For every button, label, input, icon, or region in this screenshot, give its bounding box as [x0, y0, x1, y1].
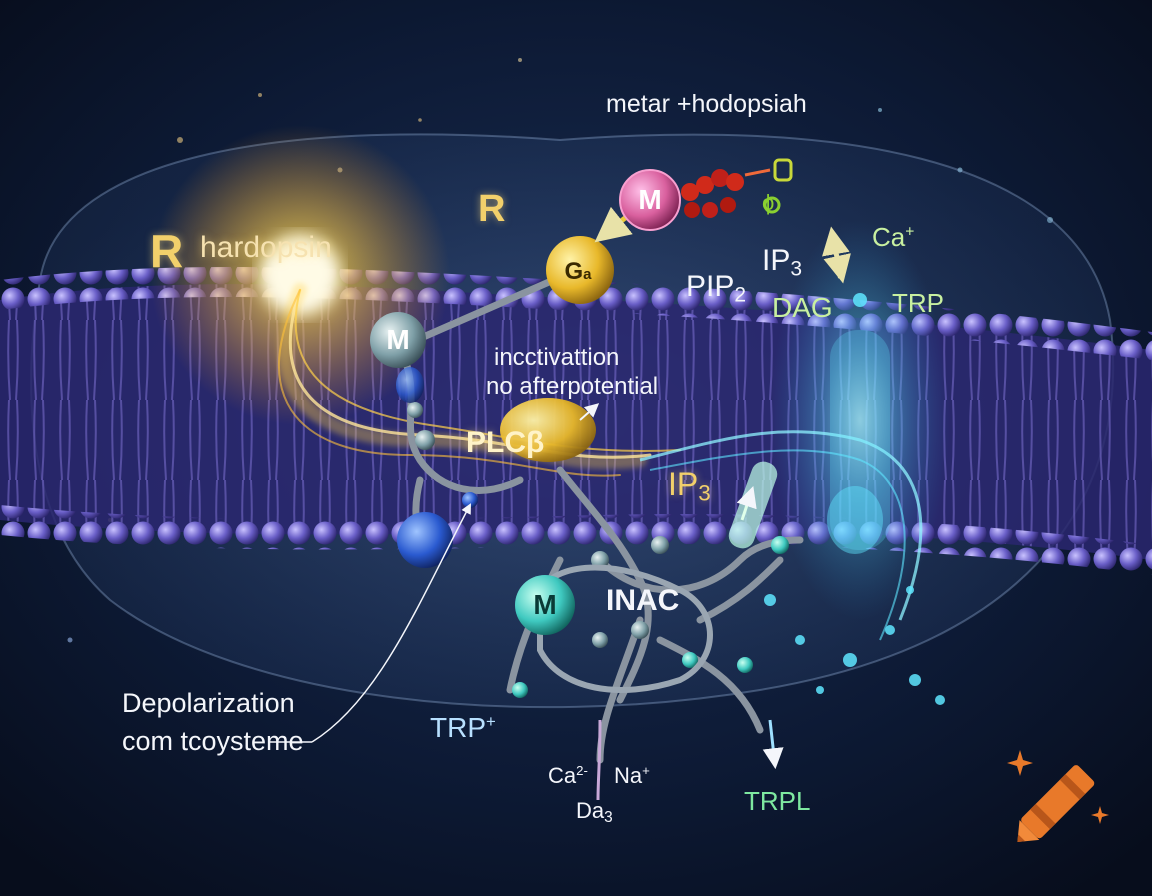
calcium-particles — [764, 293, 945, 705]
protein-nodes — [370, 169, 681, 635]
chromophore-chain — [681, 158, 793, 218]
linker-beads — [407, 402, 789, 698]
sparkle-icon — [1091, 806, 1109, 824]
small-symbol: ϕ — [762, 190, 775, 215]
ca2-label: Ca2- — [548, 762, 588, 788]
dag-label: DAG — [772, 292, 833, 323]
m-left-node — [370, 312, 426, 368]
sparkle-icon — [1007, 750, 1033, 776]
crayon-logo-icon — [1007, 750, 1109, 843]
trpl-label: TRPL — [744, 786, 811, 816]
m-top-label: M — [638, 184, 662, 215]
ca-top-label: Ca+ — [872, 222, 915, 252]
r-small-label: R — [478, 188, 506, 230]
r-hardopsin-label: hardopsin — [200, 231, 332, 264]
plc-node — [500, 398, 596, 462]
depolarization-label-line2: com tcoysteme — [122, 726, 304, 756]
pip2-label: PIP2 — [686, 270, 747, 307]
trp-bottom-label: TRP+ — [430, 712, 496, 744]
trp-right-label: TRP — [892, 288, 944, 318]
blue-node — [397, 512, 453, 568]
inactivation-label-line1: incctivattion — [494, 344, 620, 371]
da3-label: Da3 — [576, 798, 613, 826]
inac-label: INAC — [606, 584, 680, 617]
trp-channel-glow — [639, 220, 950, 641]
metarhodopsin-node — [619, 169, 681, 231]
m-left-label: M — [386, 324, 410, 355]
g-alpha-label: Ga — [564, 258, 592, 285]
plc-label: PLCβ — [466, 426, 545, 459]
top-title: metar +hodopsiah — [606, 90, 807, 118]
depolarization-label-line1: Depolarization — [122, 688, 295, 718]
ip3-mid-label: IP3 — [668, 466, 711, 506]
g-alpha-node — [546, 236, 614, 304]
r-hardopsin-letter: R — [150, 225, 184, 277]
pathway-arrows — [270, 206, 851, 801]
na-label: Na+ — [614, 762, 650, 788]
ip3-top-label: IP3 — [762, 244, 803, 281]
inac-scaffold — [537, 564, 713, 693]
inactivation-label-line2: no afterpotential — [486, 373, 659, 400]
m-bottom-label: M — [533, 589, 557, 620]
m-bottom-node — [515, 575, 575, 635]
